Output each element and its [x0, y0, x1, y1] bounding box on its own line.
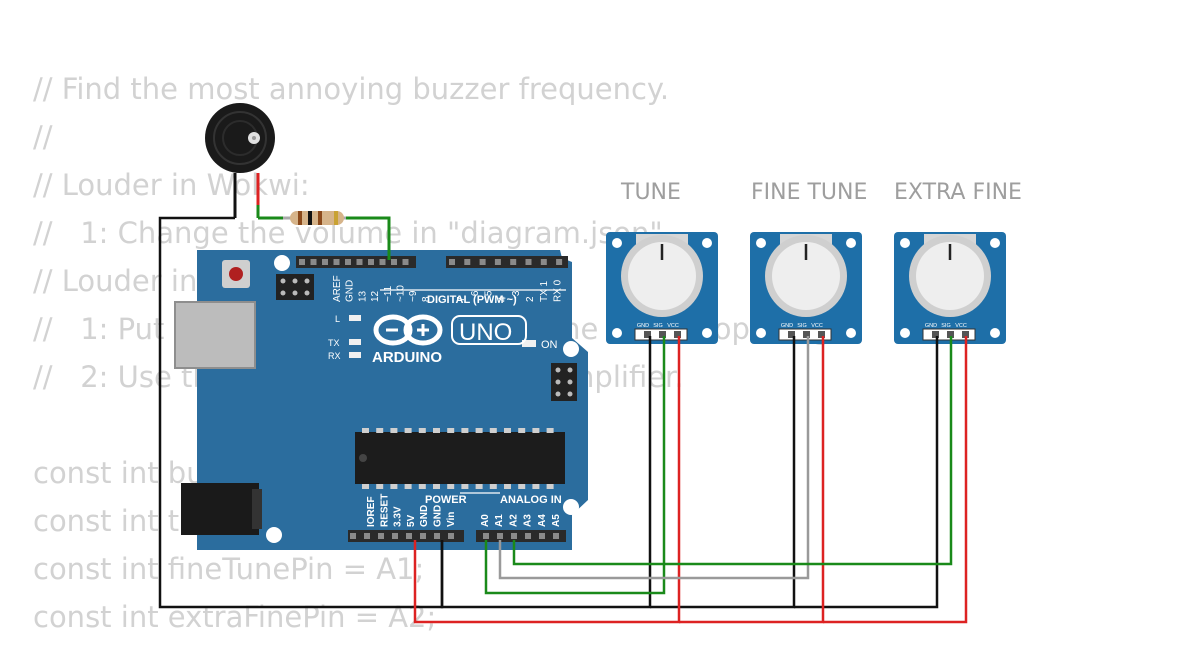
analog-pin-label: A2 [508, 514, 519, 527]
pot-pin-label: GND [781, 323, 793, 329]
pot-pin-label: SIG [653, 323, 662, 329]
wire-gnd-extra-fine [794, 336, 939, 609]
wire-buzzer-to-pin8 [346, 216, 391, 260]
wire-vcc-extra-fine [823, 336, 968, 624]
pot-title-extra-fine: EXTRA FINE [894, 180, 1022, 205]
arduino-brand: ARDUINO [372, 349, 442, 366]
mount-hole [563, 341, 579, 357]
digital-pin-label: 2 [525, 296, 536, 302]
digital-pin-label: ~3 [511, 290, 522, 302]
rx-led-label: RX [328, 351, 341, 361]
digital-pin-label: GND [345, 280, 356, 302]
analog-pin-label: A4 [537, 514, 548, 527]
pot-title-tune: TUNE [621, 180, 681, 205]
wire-sig-fine-tune [498, 336, 810, 580]
digital-pin-label: ~10 [396, 285, 407, 302]
wire-vcc-tune [413, 336, 681, 624]
digital-label: DIGITAL (PWM ~) [427, 294, 517, 306]
digital-pin-label: TX 1 [539, 280, 550, 302]
code-line: // 1: Change the volume in "diagram.json… [33, 216, 672, 250]
digital-pin-label: ~11 [383, 285, 394, 302]
digital-pin-label: AREF [332, 275, 343, 302]
analog-pin-label: A0 [480, 514, 491, 527]
icsp-header [276, 274, 314, 300]
mount-hole [563, 499, 579, 515]
analog-label: ANALOG IN [500, 494, 562, 506]
code-line: // [33, 120, 53, 154]
knob-icon[interactable] [772, 242, 840, 310]
power-pin-label: IOREF [366, 496, 377, 527]
on-led-label: ON [541, 339, 558, 351]
code-line: const int extraFinePin = A2; [33, 600, 437, 634]
mount-hole [266, 527, 282, 543]
pot-extra-fine[interactable]: GND SIG VCC [894, 232, 1006, 344]
analog-pin-label: A1 [494, 514, 505, 527]
atmega-chip [355, 432, 565, 484]
digital-pin-label: 4 [497, 296, 508, 302]
usb-port [174, 301, 256, 369]
pot-title-fine-tune: FINE TUNE [751, 180, 868, 205]
digital-pin-label: 13 [357, 290, 368, 302]
resistor[interactable] [283, 211, 348, 225]
arduino-logo [373, 314, 443, 346]
digital-pin-label: ~9 [408, 290, 419, 302]
wire-gnd-fine-tune [650, 336, 796, 609]
wire-sig-tune [484, 336, 666, 595]
pot-pin-label: GND [925, 323, 937, 329]
power-jack [181, 483, 259, 535]
power-pin-label: 3.3V [393, 506, 404, 527]
on-led [522, 340, 536, 347]
pot-tune[interactable]: GND SIG VCC [606, 232, 718, 344]
pot-pin-label: VCC [811, 323, 823, 329]
power-label: POWER [425, 494, 467, 506]
power-pin-label: GND [433, 505, 444, 527]
mount-hole [274, 255, 290, 271]
pot-pin-label: VCC [955, 323, 967, 329]
l-led-label: L [335, 314, 340, 324]
pot-pin-label: GND [637, 323, 649, 329]
pot-fine-tune[interactable]: GND SIG VCC [750, 232, 862, 344]
pot-pin-label: SIG [797, 323, 806, 329]
wire-sig-extra-fine [512, 336, 953, 566]
tx-led-label: TX [328, 338, 340, 348]
uno-model: UNO [459, 319, 512, 346]
pot-pin-label: SIG [941, 323, 950, 329]
power-pin-label: RESET [379, 494, 390, 527]
l-led [349, 315, 361, 321]
power-pin-label: GND [419, 505, 430, 527]
piezo-buzzer[interactable] [205, 103, 275, 173]
digital-pin-label: ~6 [470, 290, 481, 302]
code-line: const int fineTunePin = A1; [33, 552, 425, 586]
analog-header[interactable] [476, 530, 566, 542]
tx-led [349, 339, 361, 345]
digital-pin-label: ~5 [484, 290, 495, 302]
analog-pin-label: A5 [551, 514, 562, 527]
digital-pin-holes [299, 259, 563, 265]
analog-pin-label: A3 [523, 514, 534, 527]
power-pin-label: Vin [446, 512, 457, 527]
power-pin-label: 5V [406, 514, 417, 527]
code-line: // Find the most annoying buzzer frequen… [33, 72, 670, 106]
icsp-header-right [551, 363, 577, 401]
rx-led [349, 352, 361, 358]
digital-pin-label: 7 [456, 296, 467, 302]
knob-icon[interactable] [916, 242, 984, 310]
digital-pin-label: 12 [370, 290, 381, 302]
wire-gnd-tune [440, 336, 652, 609]
pot-pin-label: VCC [667, 323, 679, 329]
digital-pin-label: 8 [421, 296, 432, 302]
digital-pin-label: RX 0 [553, 279, 564, 302]
knob-icon[interactable] [628, 242, 696, 310]
